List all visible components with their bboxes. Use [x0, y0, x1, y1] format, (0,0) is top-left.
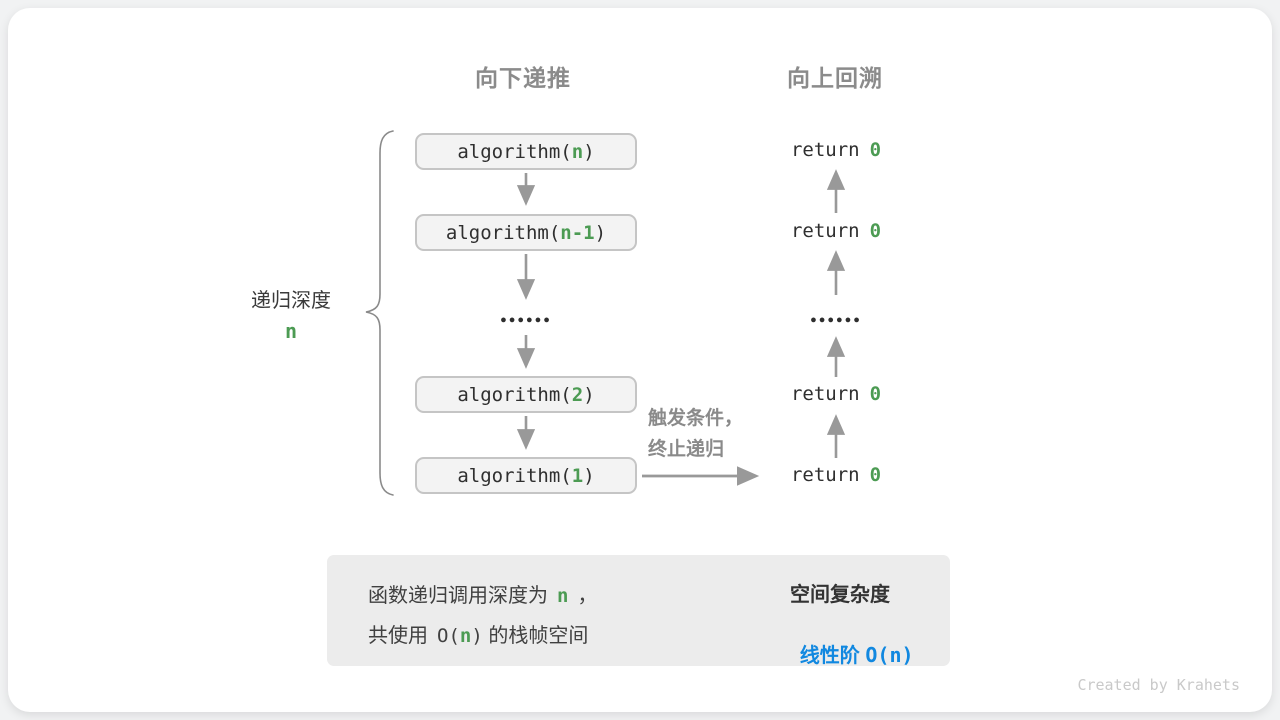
summary-line-1: 函数递归调用深度为 n ，: [368, 579, 597, 608]
return-statement: return 0: [736, 383, 936, 405]
complexity-order-label: 线性阶: [799, 645, 866, 667]
ellipsis-text: ●●●●●●: [810, 314, 862, 326]
termination-note: 触发条件， 终止递归: [648, 403, 778, 465]
fn-name: algorithm(: [457, 140, 572, 163]
big-o-open: O(: [865, 643, 890, 667]
call-frame-box: algorithm(2): [415, 376, 637, 413]
watermark: Created by Krahets: [1077, 676, 1240, 694]
call-frame-box: algorithm(n): [415, 133, 637, 170]
summary-line-1-comma: ，: [577, 585, 598, 607]
return-statement: return 0: [736, 139, 936, 161]
return-keyword: return: [790, 464, 860, 486]
big-o-n: n: [459, 625, 472, 647]
summary-line-1-text: 函数递归调用深度为: [368, 585, 548, 607]
fn-arg: n-1: [560, 221, 595, 244]
fn-name: algorithm(: [457, 383, 572, 406]
big-o-close: ): [471, 625, 483, 647]
fn-name: algorithm(: [445, 221, 561, 244]
fn-close: ): [583, 140, 595, 163]
big-o-close: ): [901, 643, 914, 667]
return-statement: return 0: [736, 220, 936, 242]
fn-close: ): [583, 383, 595, 406]
ellipsis-text: ●●●●●●: [500, 314, 552, 326]
recursion-depth-label: 递归深度: [251, 290, 331, 312]
return-value: 0: [869, 139, 882, 161]
return-value: 0: [869, 220, 882, 242]
return-statement: return 0: [736, 464, 936, 486]
fn-close: ): [583, 464, 595, 487]
fn-arg: 1: [571, 464, 584, 487]
big-o-open: O(: [437, 625, 460, 647]
summary-line-2-text: 共使用: [368, 625, 428, 647]
fn-arg: n: [571, 140, 584, 163]
summary-line-2: 共使用 O(n) 的栈帧空间: [368, 619, 588, 648]
summary-line-2-tail: 的栈帧空间: [482, 625, 589, 647]
fn-name: algorithm(: [457, 464, 572, 487]
return-value: 0: [869, 464, 882, 486]
fn-close: ): [594, 221, 607, 244]
return-keyword: return: [790, 383, 860, 405]
header-upward-backtracking: 向上回溯: [787, 65, 883, 91]
depth-n-symbol: n: [557, 585, 569, 607]
big-o-n: n: [889, 643, 902, 667]
return-keyword: return: [790, 139, 860, 161]
call-frame-box: algorithm(1): [415, 457, 637, 494]
complexity-title: 空间复杂度: [790, 584, 890, 606]
complexity-value: 线性阶 O(n): [740, 616, 940, 691]
return-value: 0: [869, 383, 882, 405]
header-downward-recursion: 向下递推: [475, 65, 571, 91]
fn-arg: 2: [571, 383, 584, 406]
recursion-depth-value: n: [284, 319, 298, 343]
return-keyword: return: [790, 220, 860, 242]
termination-note-line1: 触发条件，: [648, 408, 744, 429]
termination-note-line2: 终止递归: [648, 439, 725, 460]
call-frame-box: algorithm(n-1): [415, 214, 637, 251]
